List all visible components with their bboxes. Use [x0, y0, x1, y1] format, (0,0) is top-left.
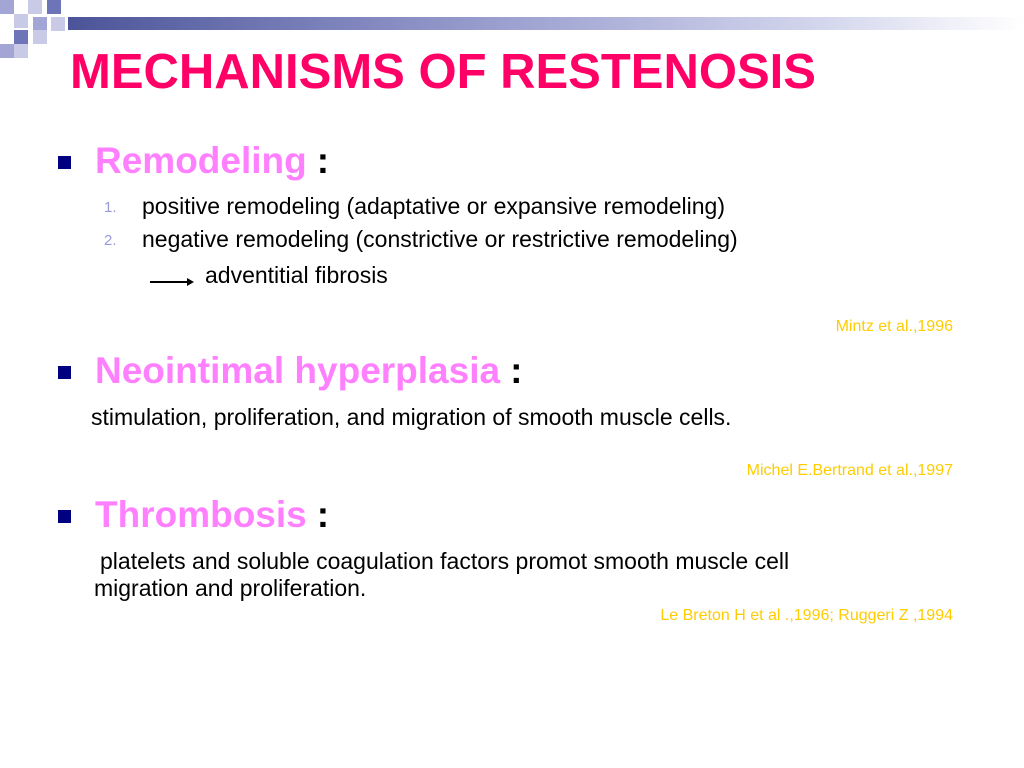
- citation: Le Breton H et al .,1996; Ruggeri Z ,199…: [660, 607, 953, 624]
- citation: Mintz et al.,1996: [835, 318, 953, 335]
- decor-square: [33, 30, 47, 44]
- section-heading-neointimal-hyperplasia: Neointimal hyperplasia :: [58, 350, 522, 392]
- heading-colon: :: [316, 140, 330, 181]
- header-gradient-bar: [68, 17, 1024, 30]
- decor-square: [33, 17, 47, 31]
- heading-text: Neointimal hyperplasia: [95, 350, 501, 391]
- decor-square: [0, 0, 14, 14]
- decor-square: [28, 0, 42, 14]
- heading-colon: :: [316, 494, 330, 535]
- heading-colon: :: [510, 350, 523, 391]
- list-item: negative remodeling (constrictive or res…: [142, 226, 738, 252]
- decor-square: [51, 17, 65, 31]
- section-heading-remodeling: Remodeling :: [58, 140, 329, 182]
- arrow-result-text: adventitial fibrosis: [205, 262, 388, 288]
- heading-text: Thrombosis: [95, 494, 307, 535]
- decor-square: [47, 0, 61, 14]
- square-bullet-icon: [58, 510, 71, 523]
- section-heading-thrombosis: Thrombosis :: [58, 494, 329, 536]
- right-arrow-icon: [150, 278, 194, 286]
- decor-square: [14, 44, 28, 58]
- list-number: 2.: [104, 232, 117, 249]
- section-description-line2: migration and proliferation.: [94, 575, 367, 601]
- heading-text: Remodeling: [95, 140, 307, 181]
- section-description-line1: platelets and soluble coagulation factor…: [100, 548, 790, 574]
- list-number: 1.: [104, 199, 117, 216]
- citation: Michel E.Bertrand et al.,1997: [746, 462, 953, 479]
- decor-square: [0, 44, 14, 58]
- list-item: positive remodeling (adaptative or expan…: [142, 193, 725, 219]
- decor-square: [14, 14, 28, 28]
- decor-square: [14, 30, 28, 44]
- section-description: stimulation, proliferation, and migratio…: [91, 404, 732, 430]
- square-bullet-icon: [58, 156, 71, 169]
- slide-title: MECHANISMS OF RESTENOSIS: [70, 45, 816, 99]
- square-bullet-icon: [58, 366, 71, 379]
